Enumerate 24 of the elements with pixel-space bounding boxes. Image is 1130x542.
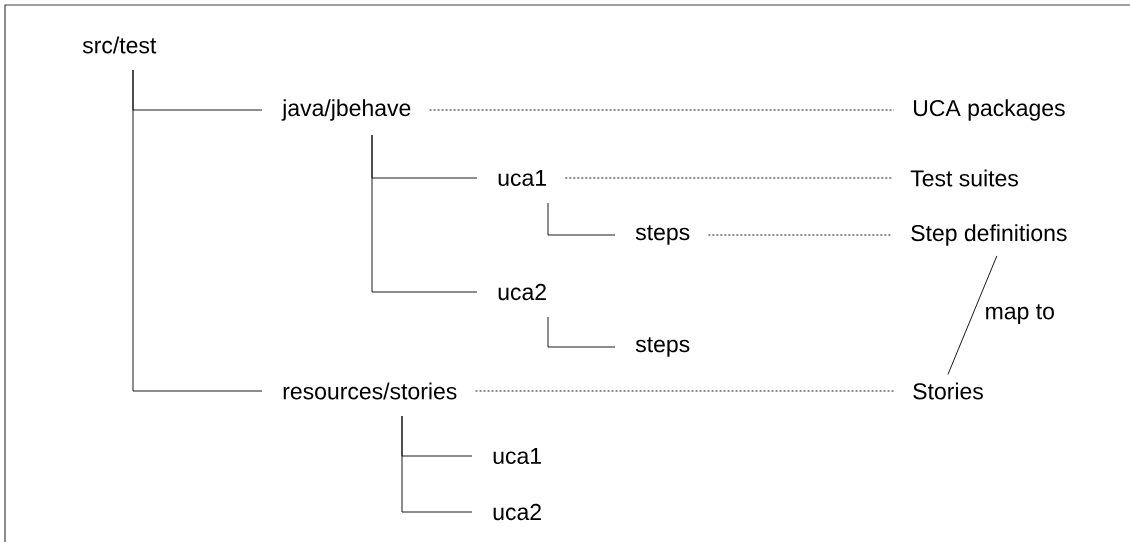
dotted-leader xyxy=(429,109,895,111)
folder-label: java/jbehave xyxy=(281,99,411,121)
tree-connector xyxy=(132,69,263,392)
folder-label: steps xyxy=(635,337,690,357)
folder-label: steps xyxy=(635,225,690,245)
edge-label: map to xyxy=(982,302,1057,326)
tree-connector xyxy=(371,134,478,293)
annotation-text: Step definitions xyxy=(911,224,1067,246)
folder-label: uca1 xyxy=(493,448,541,465)
tree-connector xyxy=(547,202,616,236)
connector-line xyxy=(947,255,998,375)
folder-label: uca2 xyxy=(498,283,546,301)
dotted-leader xyxy=(475,390,895,392)
dotted-leader xyxy=(707,234,893,236)
annotation-text: Test suites xyxy=(910,169,1018,187)
tree-connector xyxy=(401,415,473,513)
folder-label: uca2 xyxy=(493,503,541,521)
tree-connector xyxy=(547,316,616,348)
dotted-leader xyxy=(564,177,893,179)
folder-label: resources/stories xyxy=(283,382,457,400)
folder-label: src/test xyxy=(82,36,157,54)
folder-label: uca1 xyxy=(498,170,546,187)
annotation-text: UCA packages xyxy=(914,99,1065,121)
annotation-text: Stories xyxy=(913,382,983,400)
